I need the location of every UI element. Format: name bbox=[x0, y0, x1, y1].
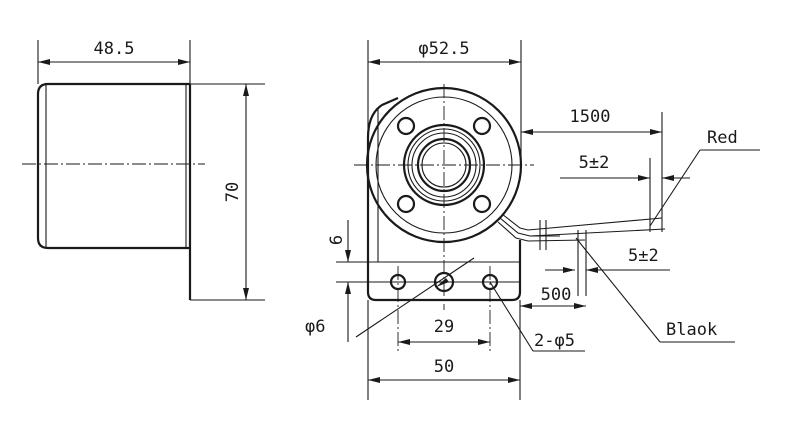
mount-holes-label: 2-φ5 bbox=[534, 331, 575, 351]
mount-holes-leader bbox=[489, 281, 534, 352]
plate-thickness-label: 6 bbox=[327, 235, 347, 245]
black-wire-leader bbox=[575, 237, 661, 343]
flange-hole-bottom-right bbox=[472, 194, 492, 214]
lead-length-label: 1500 bbox=[570, 107, 611, 127]
red-wire bbox=[501, 213, 663, 231]
red-strip-label: 5±2 bbox=[579, 153, 610, 173]
lead-wires: 1500 5±2 Red 5±2 500 Blaok bbox=[497, 107, 760, 343]
side-view-body bbox=[36, 82, 190, 250]
front-view: φ52.5 50 29 6 φ6 2-φ5 bbox=[305, 39, 585, 400]
center-hole-leader bbox=[355, 257, 475, 338]
center-hole-label: φ6 bbox=[305, 317, 325, 337]
hole-spacing-label: 29 bbox=[434, 317, 454, 337]
base-width-label: 50 bbox=[434, 357, 454, 377]
sleeve-length-label: 500 bbox=[541, 285, 572, 305]
side-view: 48.5 70 bbox=[22, 39, 265, 301]
front-view-bracket bbox=[366, 96, 522, 302]
flange-hole-top-right bbox=[472, 116, 492, 136]
black-wire bbox=[497, 221, 586, 242]
wire-core bbox=[499, 217, 666, 237]
flange-hole-bottom-left bbox=[396, 194, 416, 214]
diameter-label: φ52.5 bbox=[418, 39, 469, 59]
flange-hole-top-left bbox=[396, 116, 416, 136]
red-wire-label: Red bbox=[707, 128, 738, 148]
side-width-label: 48.5 bbox=[94, 39, 135, 59]
black-strip-label: 5±2 bbox=[628, 246, 659, 266]
black-wire-label: Blaok bbox=[666, 320, 717, 340]
red-wire-leader bbox=[649, 149, 701, 227]
side-height-label: 70 bbox=[223, 182, 243, 202]
